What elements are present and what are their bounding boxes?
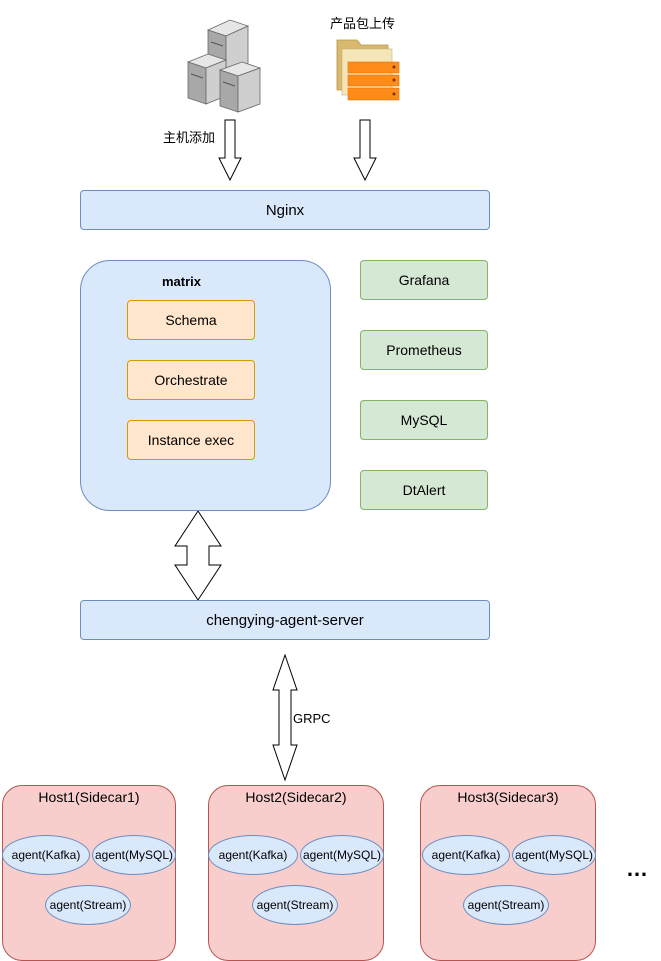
grpc-label: GRPC [293, 711, 331, 726]
agent-kafka: agent(Kafka) [2, 835, 90, 875]
host-add-arrow [218, 119, 242, 182]
nginx-box: Nginx [80, 190, 490, 230]
host-title: Host3(Sidecar3) [457, 789, 559, 805]
module-orchestrate: Orchestrate [127, 360, 255, 400]
more-hosts-ellipsis: … [626, 856, 648, 881]
agent-stream: agent(Stream) [252, 885, 338, 925]
agent-mysql: agent(MySQL) [92, 835, 176, 875]
package-upload-label: 产品包上传 [330, 16, 396, 31]
agent-stream: agent(Stream) [463, 885, 549, 925]
agent-mysql: agent(MySQL) [300, 835, 384, 875]
agent-kafka: agent(Kafka) [208, 835, 298, 875]
server-cluster-icon [186, 19, 262, 113]
agent-mysql: agent(MySQL) [512, 835, 596, 875]
package-upload-arrow [353, 119, 377, 182]
module-schema: Schema [127, 300, 255, 340]
service-grafana: Grafana [360, 260, 488, 300]
host-title: Host1(Sidecar1) [38, 789, 140, 805]
service-dtalert: DtAlert [360, 470, 488, 510]
matrix-title: matrix [162, 274, 202, 289]
agent-stream: agent(Stream) [45, 885, 131, 925]
agent-server-box: chengying-agent-server [80, 600, 490, 640]
service-mysql: MySQL [360, 400, 488, 440]
agent-kafka: agent(Kafka) [422, 835, 510, 875]
grpc-double-arrow [272, 653, 298, 782]
folder-package-icon [336, 39, 400, 101]
matrix-server-double-arrow [174, 510, 222, 601]
host-title: Host2(Sidecar2) [245, 789, 347, 805]
service-prometheus: Prometheus [360, 330, 488, 370]
module-instance-exec: Instance exec [127, 420, 255, 460]
host-add-label: 主机添加 [163, 130, 216, 145]
